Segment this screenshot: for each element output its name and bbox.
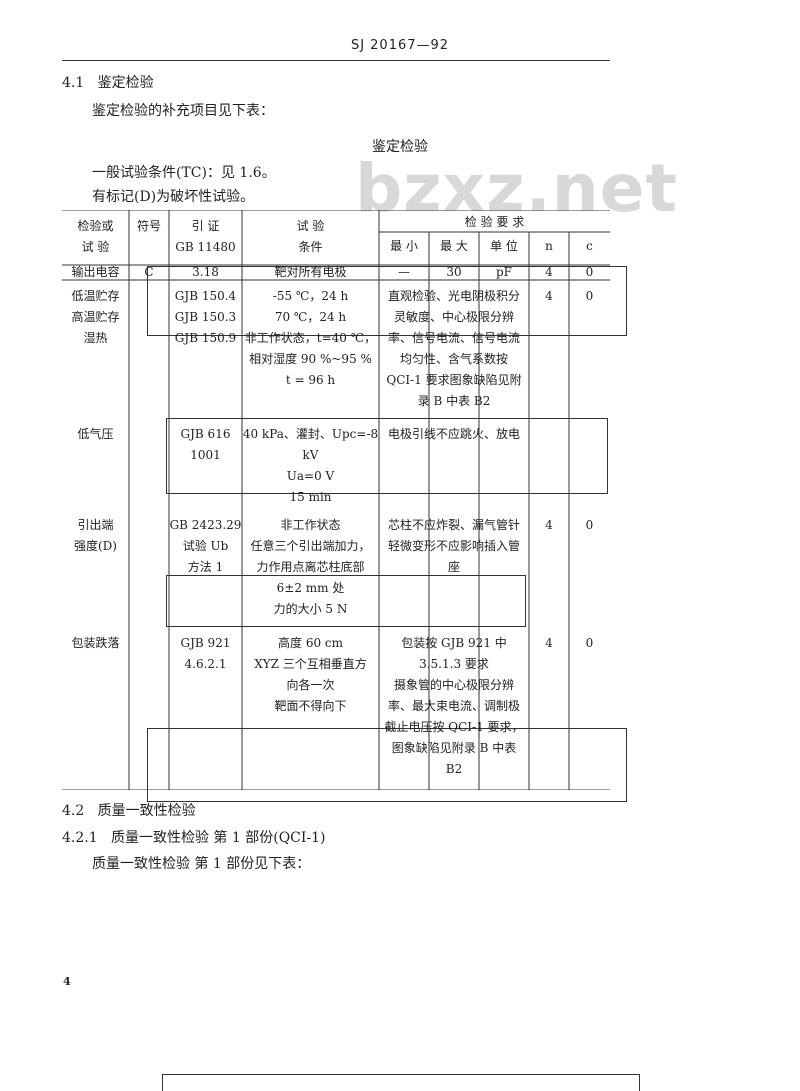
col-header-c: c: [586, 239, 593, 253]
cell-requirements: 直观检验、光电阴极积分 灵敏度、中心极限分辨 率、信号电流、信号电流 均匀性、含…: [386, 289, 522, 408]
col-header-n: n: [545, 239, 553, 253]
qci-paragraph: 质量一致性检验 第 1 部份见下表：: [92, 856, 311, 872]
cell-reference: GJB 150.4 GJB 150.3 GJB 150.9: [174, 289, 237, 345]
col-header-unit: 单 位: [490, 239, 518, 253]
cell-c: 0: [585, 636, 594, 650]
watermark: bzxz.net: [355, 150, 679, 227]
cell-n: 4: [545, 636, 553, 650]
section-number: 4.1: [62, 75, 85, 91]
cell-c: 0: [585, 518, 594, 532]
cell-n: 4: [545, 289, 553, 303]
cell-conditions: 40 kPa、灌封、Upc=-8 kV Ua=0 V 15 min: [242, 427, 379, 504]
section-4-1-heading: 4.1 鉴定检验: [62, 72, 154, 92]
cell-n: 4: [545, 265, 553, 279]
section-title: 质量一致性检验 第 1 部份(QCI-1): [110, 830, 326, 846]
cell-requirements: 包装按 GJB 921 中 3.5.1.3 要求 摄象管的中心极限分辨 率、最大…: [384, 636, 524, 776]
cell-reference: GJB 921 4.6.2.1: [180, 636, 231, 671]
cell-requirements: 电极引线不应跳火、放电: [387, 427, 520, 441]
intro-paragraph: 鉴定检验的补充项目见下表：: [92, 103, 274, 119]
cell-unit: pF: [495, 265, 512, 279]
cell-test: 输出电容: [71, 265, 120, 279]
inspection-table-grid: [62, 210, 610, 790]
cell-reference: GB 2423.29 试验 Ub 方法 1: [169, 518, 242, 574]
cell-requirements: 芯柱不应炸裂、漏气管针 轻微变形不应影响插入管 座: [387, 518, 520, 574]
section-title: 质量一致性检验: [97, 803, 196, 819]
bottom-frame: [162, 1074, 640, 1091]
destructive-note: 有标记(D)为破坏性试验。: [92, 189, 255, 205]
col-header-conditions: 试 验 条件: [296, 219, 325, 254]
cell-test: 低气压: [77, 427, 114, 441]
section-number: 4.2.1: [62, 830, 98, 846]
overlay-box: [147, 266, 627, 336]
cell-max: 30: [446, 265, 462, 279]
cell-symbol: C: [144, 265, 154, 279]
section-4-2-1-heading: 4.2.1 质量一致性检验 第 1 部份(QCI-1): [62, 827, 326, 847]
document-header: SJ 20167—92: [350, 38, 450, 53]
cell-conditions: -55 ℃，24 h 70 ℃，24 h 非工作状态，t=40 ℃， 相对湿度 …: [244, 289, 377, 387]
section-number: 4.2: [62, 803, 85, 819]
cell-test: 低温贮存 高温贮存 湿热: [71, 289, 120, 345]
cell-c: 0: [585, 289, 594, 303]
cell-reference: 3.18: [192, 265, 219, 279]
cell-conditions: 高度 60 cm XYZ 三个互相垂直方 向各一次 靶面不得向下: [254, 636, 367, 713]
cell-min: —: [398, 265, 410, 279]
col-header-test: 检验或 试 验: [77, 219, 114, 254]
section-title: 鉴定检验: [97, 75, 154, 91]
section-4-2-heading: 4.2 质量一致性检验: [62, 800, 196, 820]
cell-test: 引出端 强度(D): [74, 518, 117, 553]
col-header-min: 最 小: [390, 239, 418, 253]
col-header-max: 最 大: [440, 239, 468, 253]
col-header-requirements: 检 验 要 求: [464, 215, 525, 229]
header-rule: [62, 60, 610, 61]
overlay-box: [147, 728, 627, 802]
col-header-reference: 引 证 GB 11480: [175, 219, 236, 254]
general-conditions: 一般试验条件(TC)：见 1.6。: [92, 165, 276, 181]
cell-reference: GJB 616 1001: [180, 427, 231, 462]
cell-conditions: 靶对所有电极: [274, 265, 347, 279]
cell-conditions: 非工作状态 任意三个引出端加力， 力作用点离芯柱底部 6±2 mm 处 力的大小…: [250, 518, 371, 616]
col-header-symbol: 符号: [136, 219, 161, 233]
cell-test: 包装跌落: [71, 636, 120, 650]
page-number: 4: [63, 975, 71, 988]
overlay-box: [166, 418, 608, 494]
table-title: 鉴定检验: [372, 139, 428, 155]
cell-n: 4: [545, 518, 553, 532]
overlay-box: [166, 575, 526, 627]
cell-c: 0: [585, 265, 594, 279]
